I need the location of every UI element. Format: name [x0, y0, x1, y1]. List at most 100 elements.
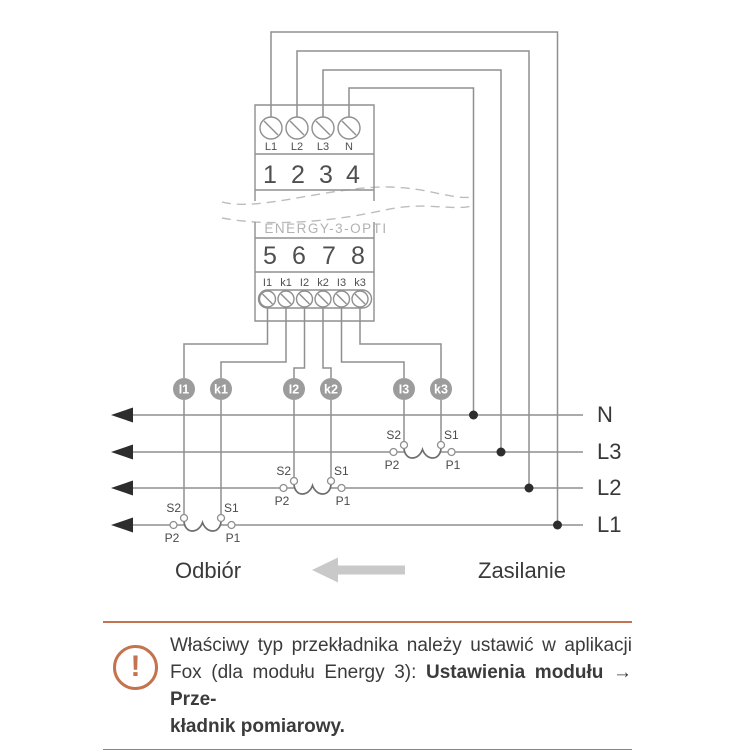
terminal-label-L1: L1	[265, 141, 277, 153]
ct-node-P2	[389, 447, 398, 457]
ct-label-S1: S1	[444, 428, 459, 442]
current-transformer-L3: S2 S1 P2 P1	[385, 428, 461, 472]
phase-label-L2: L2	[597, 475, 621, 500]
wire-k2	[322, 307, 332, 378]
badge-I1: I1	[173, 378, 195, 400]
wire-terminal4-to-N	[348, 87, 475, 415]
wire-terminal3-to-L3	[322, 69, 502, 452]
device-model-label: ENERGY-3-OPTI	[264, 221, 387, 236]
arrow-left-L1	[111, 517, 133, 533]
arrow-right-icon: →	[613, 662, 632, 683]
ct-node-P2	[279, 483, 288, 493]
ct-node-P1	[447, 447, 456, 457]
terminal-number-5: 5	[263, 242, 277, 270]
screw-terminal-N	[337, 116, 361, 140]
terminal-number-2: 2	[291, 161, 305, 189]
warning-line-2-bold2: Prze-	[170, 689, 217, 710]
ct-node-S2	[179, 513, 189, 523]
wire-terminal2-to-L2	[296, 50, 530, 488]
ct-label-P2: P2	[385, 458, 400, 472]
screw-terminal-k1	[277, 290, 295, 308]
screw-terminal-k3	[351, 290, 369, 308]
secondary-wires	[183, 307, 442, 515]
load-label: Odbiór	[175, 558, 241, 583]
terminal-label-k3: k3	[354, 277, 366, 289]
wire-k1	[220, 307, 287, 378]
supply-label: Zasilanie	[478, 558, 566, 583]
badge-k2: k2	[320, 378, 342, 400]
badge-k3: k3	[430, 378, 452, 400]
screw-terminal-I1	[258, 290, 277, 308]
screw-terminal-L1	[259, 116, 283, 140]
ct-node-P1	[227, 520, 236, 530]
phase-label-L3: L3	[597, 439, 621, 464]
wire-k3	[359, 307, 442, 378]
badge-label-k2: k2	[324, 383, 338, 397]
ct-label-P2: P2	[275, 494, 290, 508]
badge-I3: I3	[393, 378, 415, 400]
terminal-label-I1: I1	[263, 277, 272, 289]
ct-label-S2: S2	[166, 501, 181, 515]
badge-k1: k1	[210, 378, 232, 400]
badge-label-k3: k3	[434, 383, 448, 397]
terminal-label-I3: I3	[337, 277, 346, 289]
current-transformer-L1: S2 S1 P2 P1	[165, 501, 241, 545]
screw-terminal-I2	[295, 290, 314, 308]
badge-label-k1: k1	[214, 383, 228, 397]
warning-line-3: kładnik pomiarowy.	[170, 713, 632, 740]
wire-I2	[293, 307, 306, 378]
screw-terminal-L2	[285, 116, 309, 140]
terminal-label-L3: L3	[317, 141, 329, 153]
ct-label-P2: P2	[165, 531, 180, 545]
terminal-number-6: 6	[292, 242, 306, 270]
ct-label-S1: S1	[334, 464, 349, 478]
ct-node-P2	[169, 520, 178, 530]
screw-terminal-L3	[311, 116, 335, 140]
ct-label-S1: S1	[224, 501, 239, 515]
terminal-label-L2: L2	[291, 141, 303, 153]
phase-lines: N L3 L2 L1	[111, 402, 621, 537]
arrow-left-N	[111, 407, 133, 423]
ct-node-S2	[289, 476, 299, 486]
terminal-number-3: 3	[319, 161, 333, 189]
junction-dot-L3	[496, 447, 506, 457]
junction-dot-L1	[553, 520, 562, 530]
warning-line-3-bold: kładnik pomiarowy.	[170, 716, 345, 737]
ct-node-S1	[216, 513, 226, 523]
flow-direction-arrow-icon	[312, 557, 405, 583]
arrow-left-L3	[111, 444, 133, 460]
screw-terminal-I3	[332, 290, 351, 308]
warning-note: ! Właściwy typ przekładnika należy ustaw…	[103, 621, 632, 750]
warning-line-2-normal: Fox (dla modułu Energy 3):	[170, 662, 417, 683]
device-top-section: L1 L2 L3 N 1 2 3 4	[254, 104, 375, 201]
terminal-label-N: N	[345, 141, 353, 153]
junction-dot-N	[469, 410, 478, 420]
ct-coil	[183, 519, 222, 532]
terminal-number-8: 8	[351, 242, 365, 270]
wire-I1	[183, 307, 269, 378]
screw-terminal-k2	[314, 290, 332, 308]
phase-label-N: N	[597, 402, 613, 427]
device-top-outline	[254, 104, 375, 201]
ct-coil	[403, 446, 442, 459]
terminal-number-7: 7	[322, 242, 336, 270]
ct-node-S1	[326, 476, 336, 486]
ct-label-S2: S2	[276, 464, 291, 478]
wiring-diagram: L1 L2 L3 N 1 2 3 4 ENERGY-3-OPTI 5 6 7 8…	[111, 31, 621, 583]
terminal-block-outline	[257, 289, 373, 309]
badge-label-I1: I1	[179, 383, 189, 397]
break-tear-lines	[221, 186, 473, 224]
terminal-number-1: 1	[263, 161, 277, 189]
badge-label-I3: I3	[399, 383, 409, 397]
top-wires	[270, 31, 559, 525]
terminal-label-k2: k2	[317, 277, 329, 289]
tear-line-top	[221, 186, 473, 205]
ct-node-S1	[436, 440, 446, 450]
warning-line-2-bold: Ustawienia modułu	[425, 662, 604, 683]
ct-label-P1: P1	[446, 458, 461, 472]
flow-labels: Odbiór Zasilanie	[175, 557, 566, 583]
ct-node-P1	[337, 483, 346, 493]
ct-label-P1: P1	[226, 531, 241, 545]
warning-line-2: Fox (dla modułu Energy 3): Ustawienia mo…	[170, 659, 632, 713]
